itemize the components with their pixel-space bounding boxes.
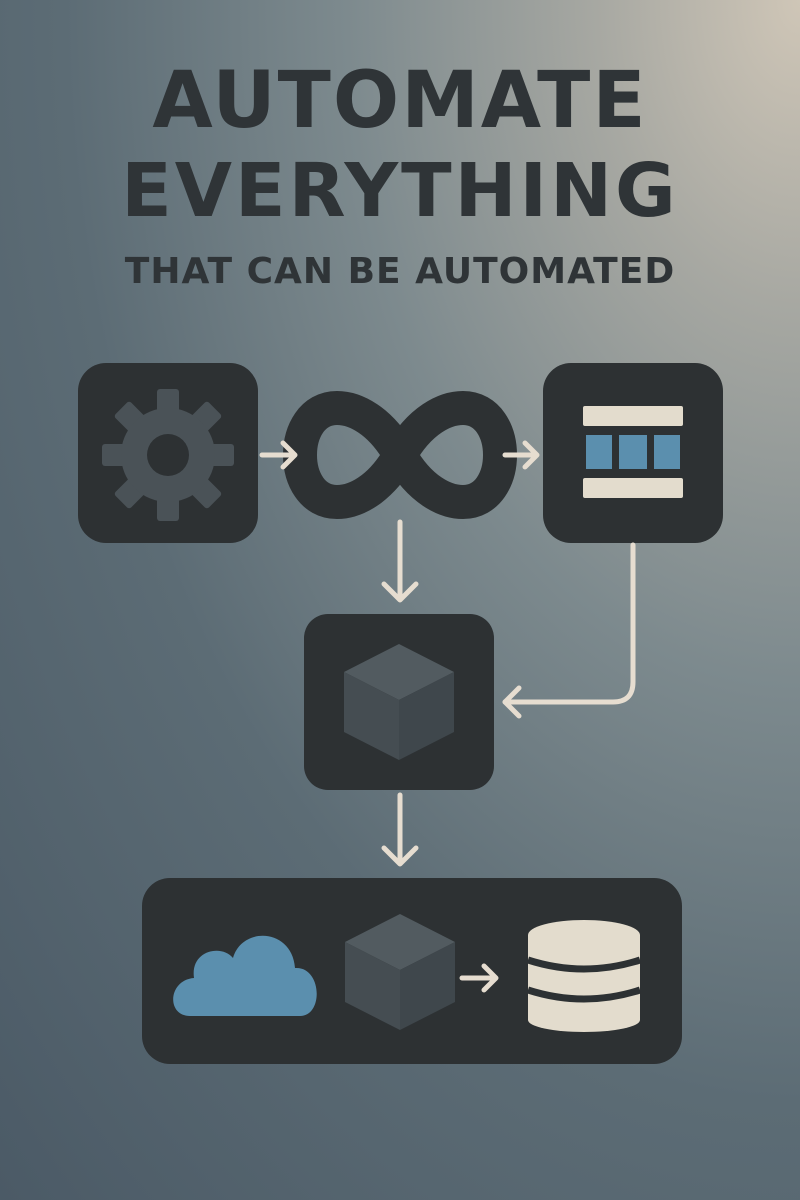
arrow-package-to-deployment (381, 792, 419, 867)
gear-node (78, 363, 258, 543)
infinity-icon (283, 391, 517, 519)
cloud-icon (173, 935, 317, 1016)
arrow-container-to-database (459, 963, 499, 993)
database-icon (526, 920, 642, 1032)
gear-icon (102, 389, 234, 521)
headline-subtitle: THAT CAN BE AUTOMATED (124, 251, 676, 292)
headline-line2: EVERYTHING (121, 148, 679, 234)
arrow-infinity-to-dashboard (502, 440, 540, 470)
arrow-gear-to-infinity (259, 440, 298, 470)
dashboard-icon (583, 406, 683, 498)
arrow-dashboard-to-package (502, 542, 636, 719)
dashboard-node (543, 363, 723, 543)
headline-line1: AUTOMATE (152, 56, 648, 146)
deployment-node (142, 878, 682, 1064)
arrow-infinity-to-package (381, 519, 419, 603)
package-node (304, 614, 494, 790)
